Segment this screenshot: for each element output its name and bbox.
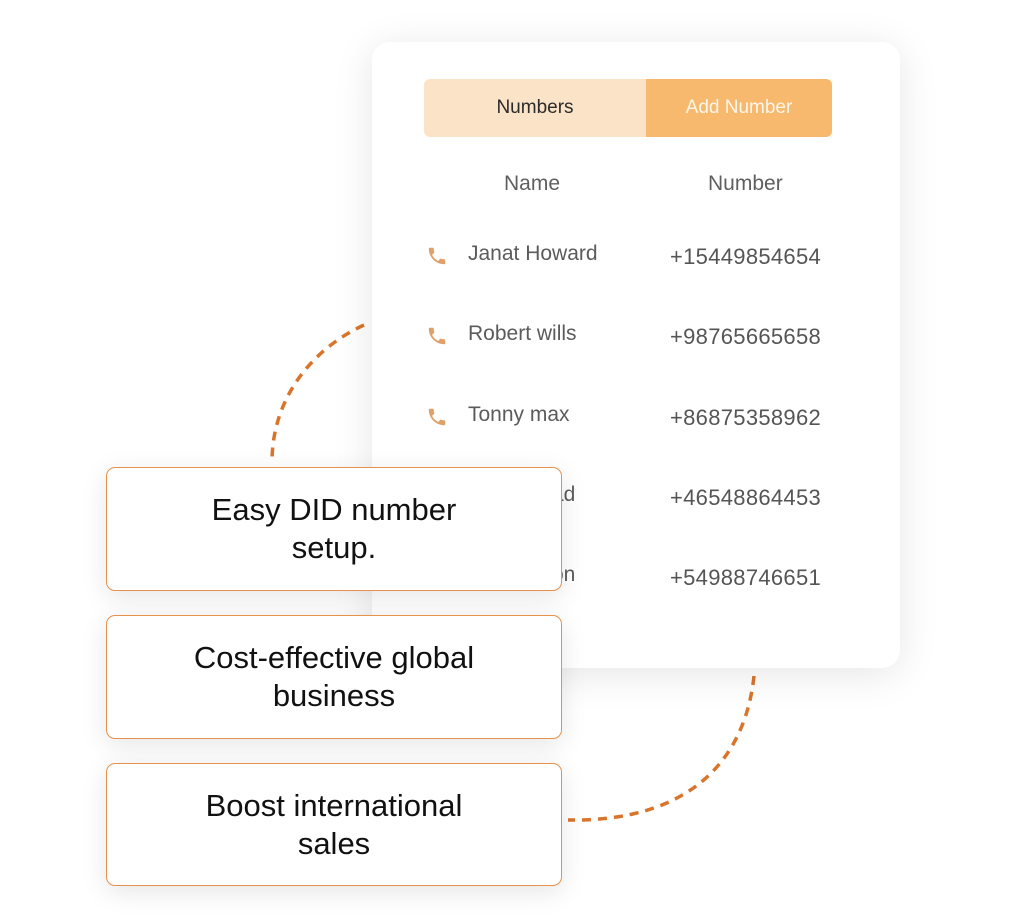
- contact-number: +54988746651: [670, 565, 822, 590]
- feature-card-easy-setup: Easy DID number setup.: [106, 467, 562, 591]
- phone-icon: [428, 327, 446, 345]
- phone-icon: [428, 247, 446, 265]
- feature-text: Easy DID number setup.: [211, 492, 457, 565]
- feature-text: Boost international sales: [205, 787, 463, 861]
- tab-numbers[interactable]: Numbers: [496, 97, 574, 118]
- contact-number: +46548864453: [670, 485, 822, 510]
- contact-name: Robert wills: [468, 322, 577, 345]
- feature-card-cost-effective: Cost-effective global business: [106, 615, 562, 739]
- contact-row[interactable]: Janat Howard +15449854654: [372, 236, 900, 276]
- add-number-button[interactable]: Add Number: [646, 79, 832, 137]
- contact-number: +15449854654: [670, 244, 822, 269]
- contact-name: Janat Howard: [468, 242, 598, 265]
- contact-row[interactable]: Robert wills +98765665658: [372, 316, 900, 356]
- contact-row[interactable]: Tonny max +86875358962: [372, 397, 900, 437]
- column-header-number: Number: [708, 172, 783, 195]
- tab-bar: Numbers Add Number: [424, 79, 832, 137]
- feature-card-boost-sales: Boost international sales: [106, 763, 562, 886]
- contact-name: Tonny max: [468, 403, 570, 426]
- feature-text: Cost-effective global business: [193, 640, 475, 713]
- contact-number: +86875358962: [670, 405, 822, 430]
- column-header-name: Name: [504, 172, 561, 195]
- contact-number: +98765665658: [670, 324, 822, 349]
- phone-icon: [428, 408, 446, 426]
